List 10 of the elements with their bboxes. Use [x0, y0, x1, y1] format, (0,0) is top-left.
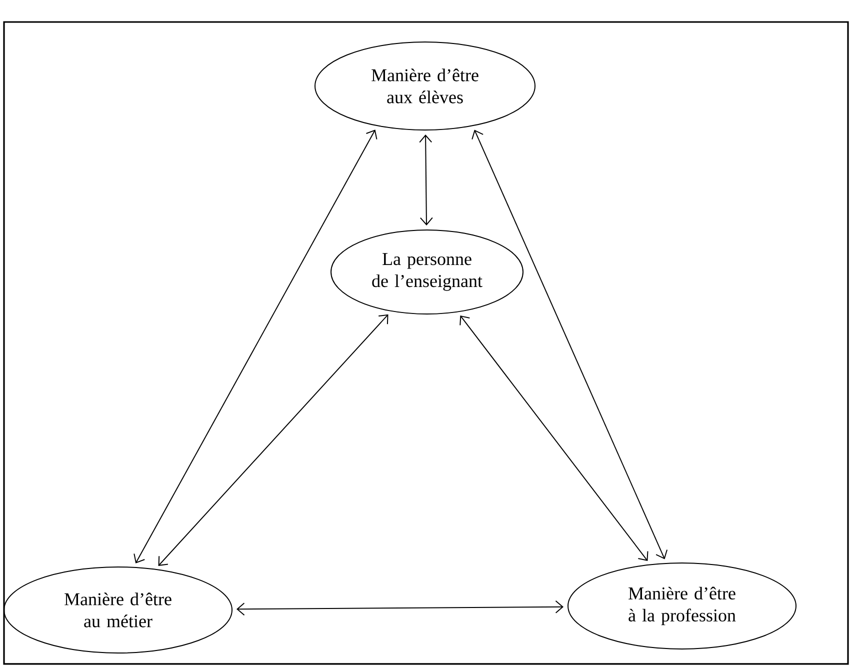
- ellipse-node: Manière d’être au métier: [4, 566, 232, 654]
- arrow: [158, 314, 388, 566]
- ellipse-node: Manière d’être aux élèves: [314, 42, 536, 130]
- arrow: [236, 600, 564, 616]
- arrow: [134, 130, 378, 564]
- arrow: [460, 315, 648, 562]
- ellipse-node: La personne de l’enseignant: [330, 229, 524, 314]
- ellipse-node: Manière d’être à la profession: [568, 562, 796, 650]
- arrow: [472, 130, 668, 560]
- arrow: [419, 134, 433, 226]
